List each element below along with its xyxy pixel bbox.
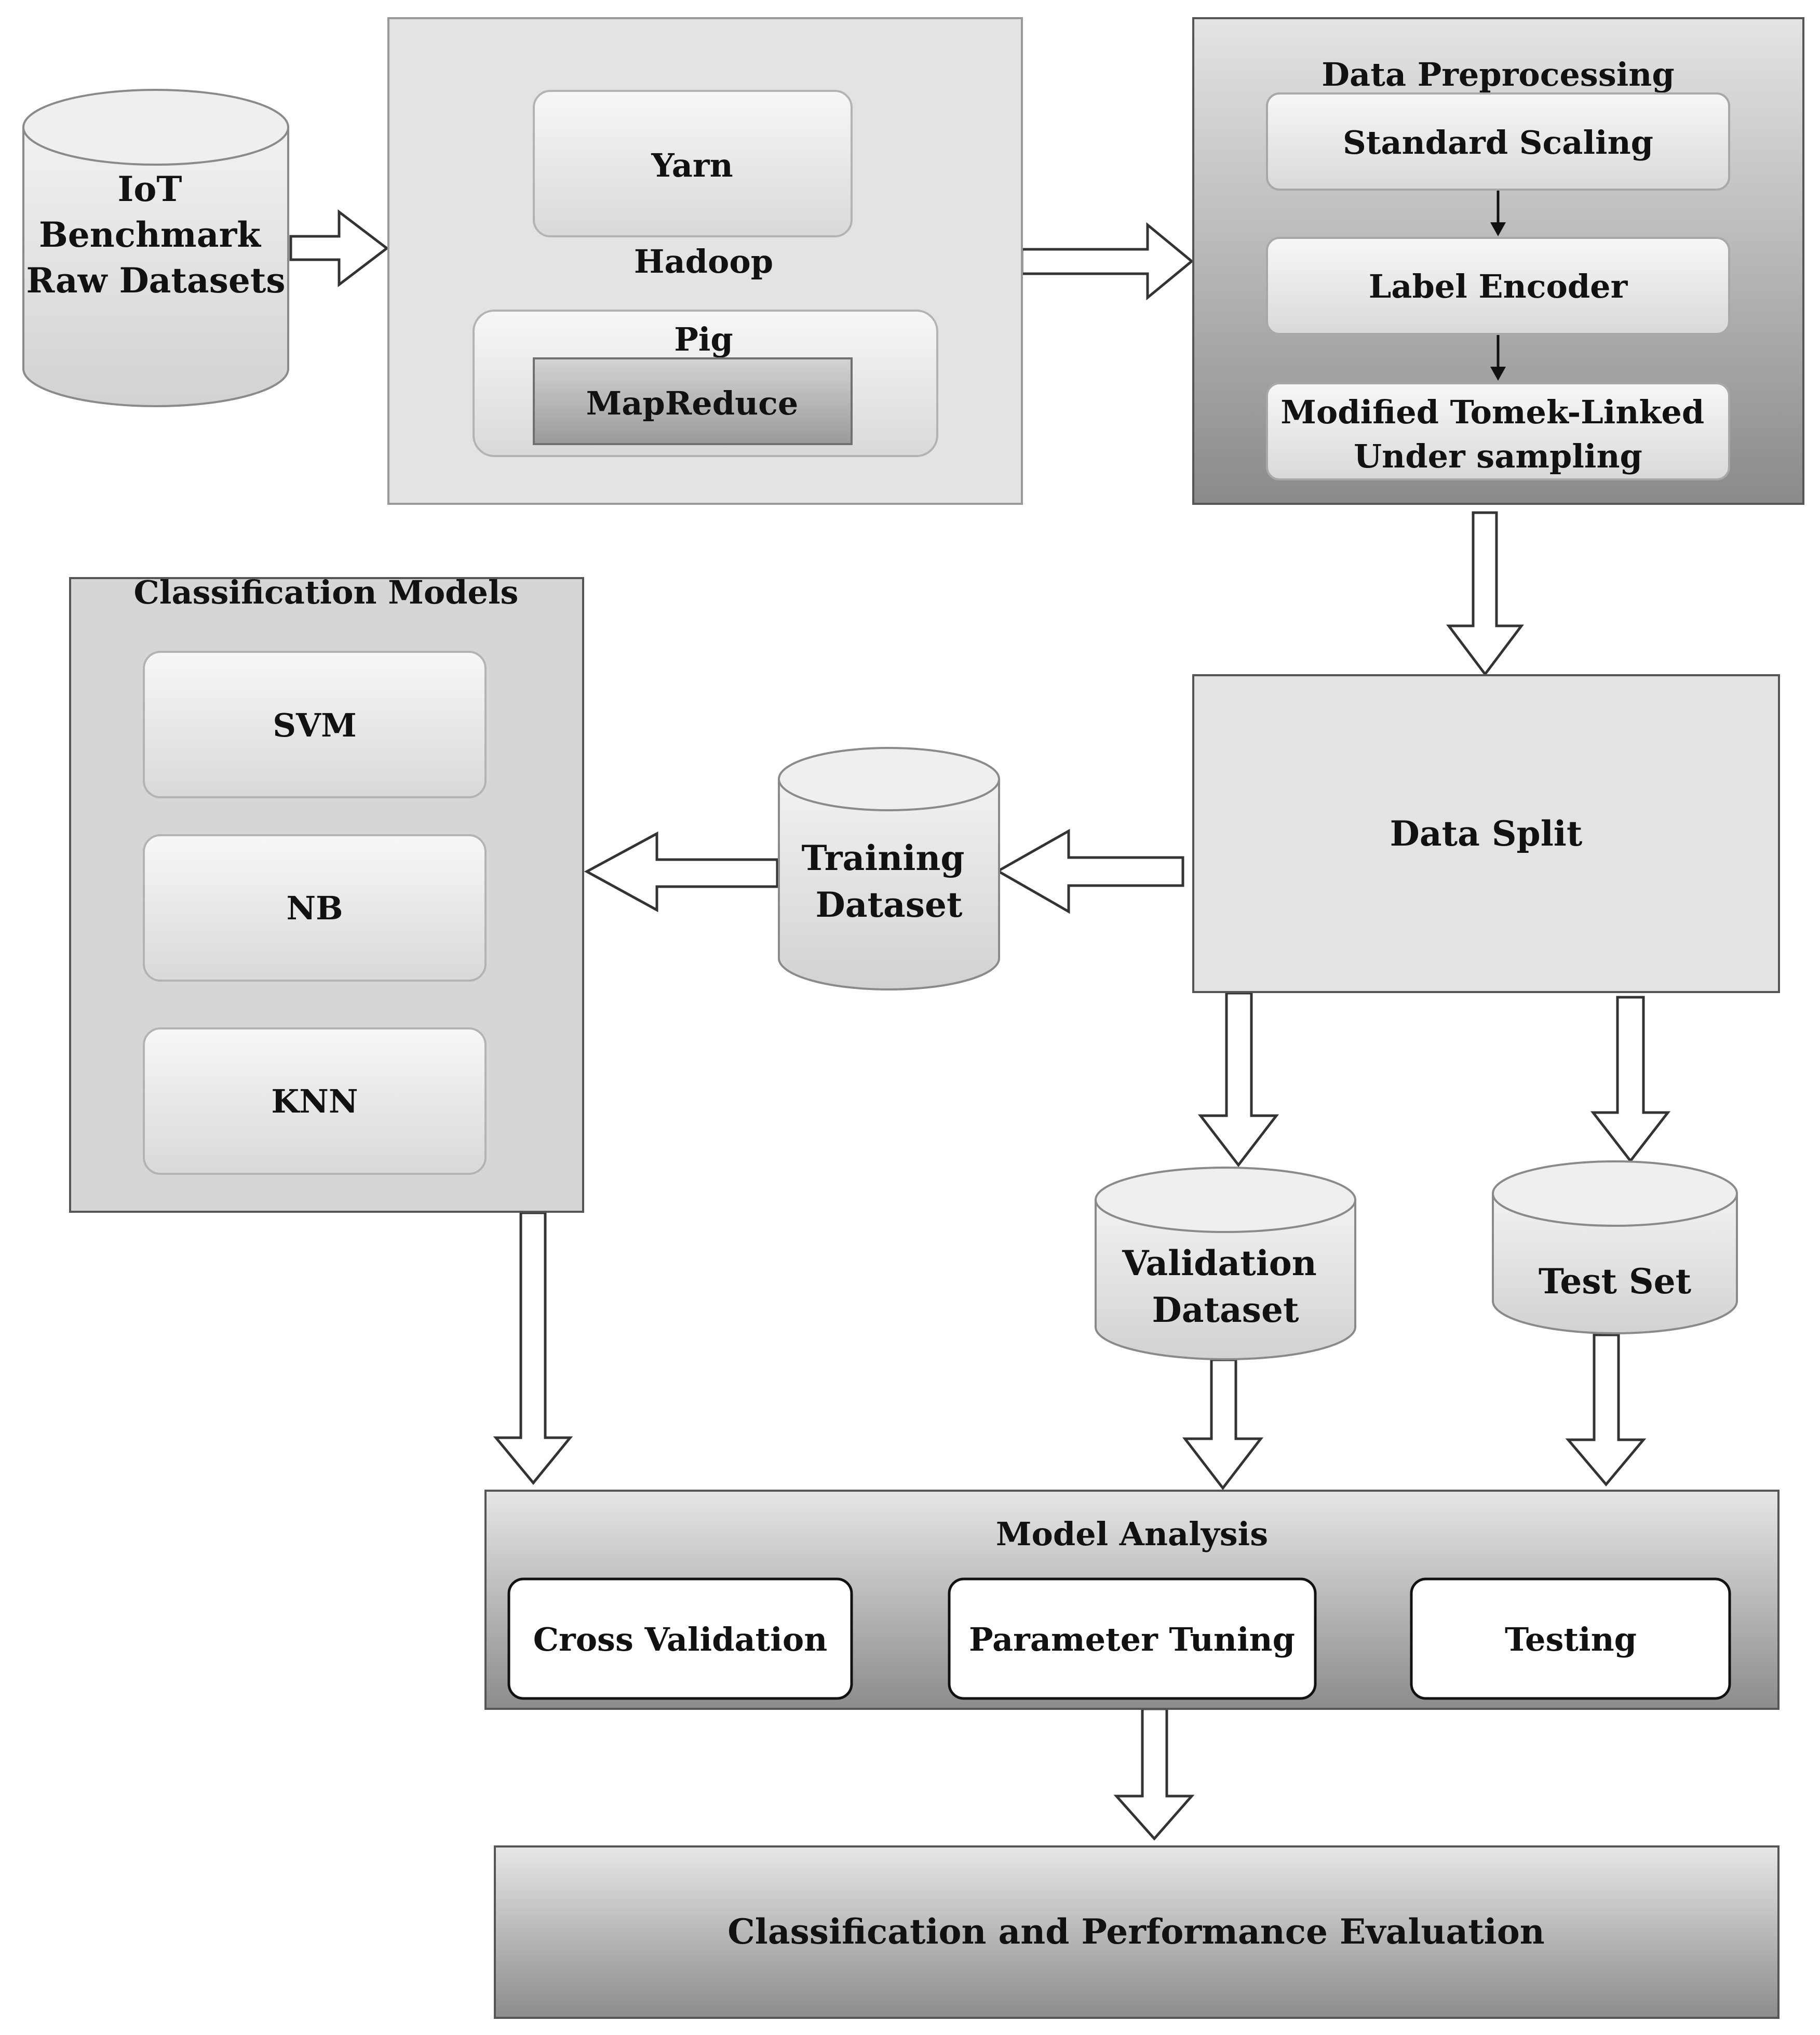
analysis-cross-validation-label: Cross Validation bbox=[533, 1621, 828, 1658]
training-line-1: Training bbox=[801, 838, 964, 878]
validation-line-2: Dataset bbox=[1152, 1290, 1299, 1330]
flow-arrows bbox=[289, 209, 1671, 1841]
yarn-box bbox=[533, 90, 853, 237]
step-tomek-undersampling-label: Modified Tomek-Linked Under sampling bbox=[1280, 393, 1716, 475]
arrow-split-to-test bbox=[1590, 996, 1671, 1163]
raw-datasets-line-2: Benchmark bbox=[39, 215, 261, 255]
step-label-encoder bbox=[1266, 237, 1730, 335]
yarn-label: Yarn bbox=[651, 146, 733, 184]
model-svm-box bbox=[143, 651, 487, 798]
analysis-testing-box bbox=[1410, 1577, 1731, 1700]
analysis-cross-validation-box bbox=[507, 1577, 853, 1700]
model-analysis-title: Model Analysis bbox=[996, 1515, 1268, 1553]
model-analysis-container: Model Analysis Cross Validation Paramete… bbox=[484, 1490, 1779, 1710]
validation-line-1: Validation bbox=[1122, 1243, 1317, 1283]
model-knn-label: KNN bbox=[271, 1082, 358, 1120]
step-tomek-line-2: Under sampling bbox=[1354, 437, 1642, 475]
preprocessing-title: Data Preprocessing bbox=[1322, 56, 1674, 93]
raw-datasets-line-1: IoT bbox=[118, 169, 182, 209]
arrow-preprocessing-to-split bbox=[1446, 511, 1525, 677]
model-knn-box bbox=[143, 1027, 487, 1175]
arrow-analysis-to-evaluation bbox=[1113, 1707, 1195, 1841]
step-label-encoder-label: Label Encoder bbox=[1369, 267, 1628, 305]
mapreduce-box bbox=[533, 357, 853, 445]
analysis-parameter-tuning-label: Parameter Tuning bbox=[969, 1621, 1295, 1658]
classification-container: Classification Models SVM NB KNN bbox=[69, 573, 584, 1213]
validation-dataset-cylinder: Validation Dataset bbox=[1095, 1167, 1356, 1360]
test-set-cylinder: Test Set bbox=[1492, 1160, 1738, 1334]
arrow-split-to-training bbox=[995, 828, 1184, 914]
analysis-testing-label: Testing bbox=[1505, 1621, 1637, 1658]
step-standard-scaling bbox=[1266, 92, 1730, 191]
classification-title: Classification Models bbox=[134, 573, 519, 611]
raw-datasets-line-3: Raw Datasets bbox=[26, 260, 286, 301]
preprocessing-container: Data Preprocessing Standard Scaling Labe… bbox=[1192, 17, 1804, 505]
arrow-training-to-models bbox=[584, 831, 779, 913]
data-split-label: Data Split bbox=[1390, 813, 1583, 854]
validation-dataset-label: Validation Dataset bbox=[1122, 1243, 1329, 1330]
hadoop-title: Hadoop bbox=[634, 243, 773, 280]
pig-label: Pig bbox=[674, 320, 733, 358]
arrow-hadoop-to-preprocessing bbox=[1020, 222, 1194, 301]
arrow-raw-to-hadoop bbox=[289, 209, 389, 288]
raw-datasets-label: IoT Benchmark Raw Datasets bbox=[26, 169, 286, 301]
data-split-box: Data Split bbox=[1192, 674, 1780, 993]
arrow-validation-to-analysis bbox=[1182, 1358, 1264, 1491]
model-svm-label: SVM bbox=[273, 706, 357, 744]
evaluation-label: Classification and Performance Evaluatio… bbox=[727, 1911, 1544, 1952]
analysis-parameter-tuning-box bbox=[948, 1577, 1317, 1700]
training-dataset-cylinder: Training Dataset bbox=[778, 747, 1000, 990]
arrow-models-to-analysis bbox=[493, 1211, 573, 1485]
evaluation-box: Classification and Performance Evaluatio… bbox=[494, 1845, 1779, 2019]
training-dataset-label: Training Dataset bbox=[801, 838, 976, 925]
model-nb-label: NB bbox=[286, 889, 343, 927]
step-standard-scaling-label: Standard Scaling bbox=[1343, 124, 1653, 162]
training-line-2: Dataset bbox=[816, 885, 963, 925]
model-nb-box bbox=[143, 834, 487, 982]
mapreduce-label: MapReduce bbox=[586, 384, 799, 422]
hadoop-container: Yarn Hadoop Pig MapReduce bbox=[387, 17, 1023, 505]
arrow-test-to-analysis bbox=[1565, 1333, 1647, 1487]
arrow-split-to-validation bbox=[1197, 992, 1279, 1168]
raw-datasets-cylinder: IoT Benchmark Raw Datasets bbox=[22, 89, 289, 407]
step-tomek-line-1: Modified Tomek-Linked bbox=[1280, 393, 1704, 431]
step-tomek-undersampling bbox=[1266, 382, 1730, 480]
test-set-label: Test Set bbox=[1539, 1261, 1692, 1302]
step-connector-1-head bbox=[1490, 222, 1506, 236]
step-connector-2-head bbox=[1490, 367, 1506, 381]
